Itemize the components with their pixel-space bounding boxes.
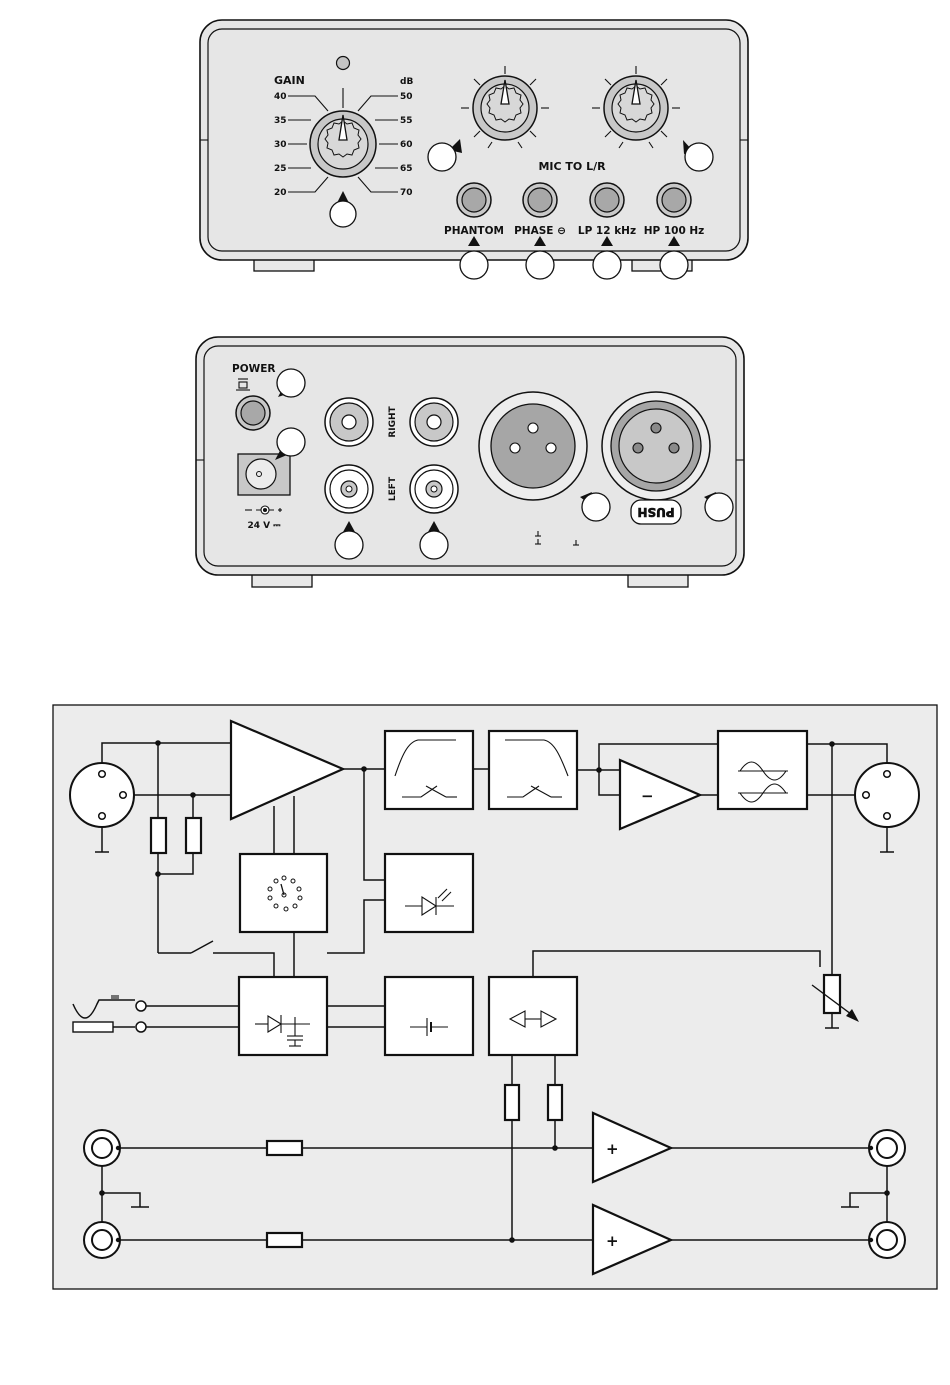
callout-xlr-out <box>582 493 610 521</box>
callout-gain <box>330 201 356 227</box>
callout-power <box>277 369 305 397</box>
block-diagram: − <box>53 705 937 1289</box>
rca-out-left-symbol <box>869 1222 905 1258</box>
callout-mic-right <box>685 143 713 171</box>
callout-mic-left <box>428 143 456 171</box>
high-pass-filter-block <box>385 731 473 809</box>
xlr-output-connector[interactable] <box>479 392 587 500</box>
rca-left-in[interactable] <box>325 465 373 513</box>
phase-label: PHASE ⊖ <box>514 225 566 237</box>
front-panel: GAIN dB 40 35 30 25 20 50 55 60 65 70 <box>200 20 748 279</box>
rca-in-left-symbol <box>84 1222 120 1258</box>
gain-label: GAIN <box>274 74 305 87</box>
gain-tick-50: 50 <box>400 92 413 102</box>
callout-rca-in <box>335 531 363 559</box>
callout-rca-out <box>420 531 448 559</box>
rca-right-in[interactable] <box>325 398 373 446</box>
gain-switch-block <box>240 854 327 932</box>
gain-knob[interactable] <box>310 111 376 177</box>
callout-phase <box>526 251 554 279</box>
hp-100hz-label: HP 100 Hz <box>644 225 705 237</box>
mix-switch-block <box>489 977 577 1055</box>
dc-power-jack[interactable] <box>238 454 290 495</box>
xlr-push-badge: PUSH <box>637 505 674 519</box>
db-label: dB <box>400 77 413 87</box>
gain-tick-55: 55 <box>400 116 413 126</box>
rca-out-right-symbol <box>869 1130 905 1166</box>
callout-lp <box>593 251 621 279</box>
callout-dc <box>277 428 305 456</box>
rectifier-block <box>239 977 327 1055</box>
mix-resistor-1 <box>505 1085 519 1120</box>
hp-filter-button[interactable] <box>657 183 691 217</box>
rca-right-out[interactable] <box>410 398 458 446</box>
phase-button[interactable] <box>523 183 557 217</box>
summing-amp-right-plus: + <box>606 1140 619 1158</box>
low-pass-filter-block <box>489 731 577 809</box>
summing-amp-left-plus: + <box>606 1232 619 1250</box>
gain-tick-35: 35 <box>274 116 287 126</box>
rca-in-right-symbol <box>84 1130 120 1166</box>
lp-filter-button[interactable] <box>590 183 624 217</box>
right-label: RIGHT <box>388 405 398 437</box>
led-indicator-block <box>385 854 473 932</box>
xlr-in-symbol <box>70 763 134 827</box>
callout-xlr-in <box>705 493 733 521</box>
power-button[interactable] <box>236 396 270 430</box>
callout-hp <box>660 251 688 279</box>
gain-tick-20: 20 <box>274 188 287 198</box>
callout-phantom <box>460 251 488 279</box>
left-label: LEFT <box>388 476 398 501</box>
gain-tick-65: 65 <box>400 164 413 174</box>
phantom-label: PHANTOM <box>444 225 504 237</box>
line-resistor-left <box>267 1233 302 1247</box>
rca-left-out[interactable] <box>410 465 458 513</box>
phantom-resistor-2 <box>186 818 201 853</box>
rear-panel: POWER 24 V ⎓ <box>196 337 744 587</box>
dc-voltage-label: 24 V ⎓ <box>248 521 282 531</box>
gain-tick-70: 70 <box>400 188 413 198</box>
gain-tick-30: 30 <box>274 140 287 150</box>
battery-block <box>385 977 473 1055</box>
phantom-resistor-1 <box>151 818 166 853</box>
gain-tick-60: 60 <box>400 140 413 150</box>
gain-tick-25: 25 <box>274 164 287 174</box>
phantom-button[interactable] <box>457 183 491 217</box>
line-resistor-right <box>267 1141 302 1155</box>
mix-resistor-2 <box>548 1085 562 1120</box>
power-label: POWER <box>232 363 275 375</box>
lp-12khz-label: LP 12 kHz <box>578 225 636 237</box>
gain-tick-40: 40 <box>274 92 287 102</box>
phase-amp-minus: − <box>641 787 654 805</box>
balanced-output-block <box>718 731 807 809</box>
power-led <box>337 57 350 70</box>
xlr-out-symbol <box>855 763 919 827</box>
mic-to-lr-label: MIC TO L/R <box>538 160 606 173</box>
